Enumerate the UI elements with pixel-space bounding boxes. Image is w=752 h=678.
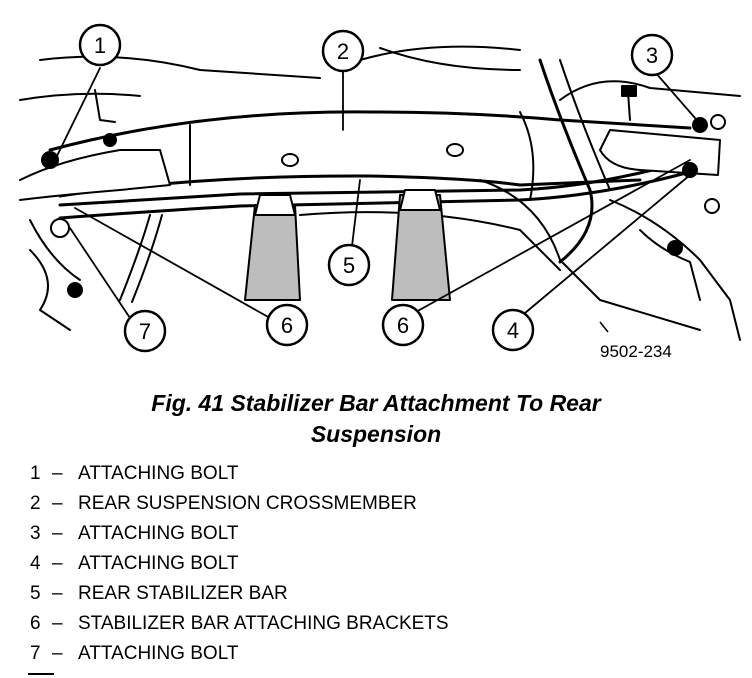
callout-markers: 1 2 3 4 5 6 6 7	[78, 23, 674, 353]
legend-item: 4–ATTACHING BOLT	[30, 553, 239, 574]
figure-code: 9502-234	[600, 342, 672, 361]
svg-text:2: 2	[337, 39, 349, 64]
callout-1: 1	[78, 23, 122, 67]
callout-6-right: 6	[381, 303, 425, 347]
stabilizer-bar-diagram: 1 2 3 4 5 6 6 7 9	[19, 23, 741, 361]
stabilizer-bar-brackets	[244, 189, 451, 301]
caption-line-1: Fig. 41 Stabilizer Bar Attachment To Rea…	[151, 390, 601, 416]
callout-2: 2	[321, 29, 365, 73]
svg-text:1: 1	[94, 33, 106, 58]
bottom-rule	[28, 673, 54, 675]
legend-item: 5–REAR STABILIZER BAR	[30, 583, 288, 604]
svg-text:4: 4	[507, 318, 519, 343]
callout-7: 7	[123, 309, 167, 353]
right-suspension-arm	[599, 85, 726, 301]
legend-item: 6–STABILIZER BAR ATTACHING BRACKETS	[30, 613, 449, 634]
svg-text:3: 3	[646, 43, 658, 68]
figure-caption: Fig. 41 Stabilizer Bar Attachment To Rea…	[0, 388, 752, 450]
legend-item: 2–REAR SUSPENSION CROSSMEMBER	[30, 493, 417, 514]
rear-stabilizer-bar	[58, 158, 692, 303]
caption-line-2: Suspension	[310, 421, 442, 447]
left-suspension-arm	[19, 89, 171, 298]
callout-4: 4	[491, 308, 535, 352]
svg-text:6: 6	[281, 313, 293, 338]
callout-3: 3	[630, 33, 674, 77]
svg-text:5: 5	[343, 253, 355, 278]
svg-text:6: 6	[397, 313, 409, 338]
leader-lines	[54, 67, 696, 319]
svg-text:7: 7	[139, 319, 151, 344]
callout-6-left: 6	[265, 303, 309, 347]
legend-item: 3–ATTACHING BOLT	[30, 523, 239, 544]
callout-5: 5	[327, 243, 371, 287]
legend-item: 1–ATTACHING BOLT	[30, 463, 239, 484]
parts-legend: 1–ATTACHING BOLT 2–REAR SUSPENSION CROSS…	[30, 459, 449, 669]
figure-code-tick	[599, 321, 609, 333]
legend-item: 7–ATTACHING BOLT	[30, 643, 239, 664]
